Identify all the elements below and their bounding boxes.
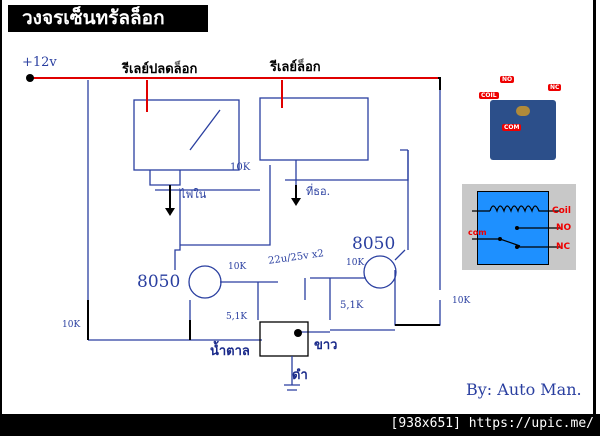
transistor-left-label: 8050 <box>137 272 181 292</box>
tag-nc: NC <box>548 84 562 91</box>
transistor-right-label: 8050 <box>352 234 396 254</box>
resistor-left-label: 10K <box>62 320 81 330</box>
output-right-label: ที่ธอ. <box>306 185 331 198</box>
resistor-base-right-label: 10K <box>346 258 365 268</box>
tag-coil: COIL <box>479 92 499 99</box>
switch-box <box>259 321 309 357</box>
resistor-51-left-label: 5,1K <box>226 312 248 322</box>
transistor-left <box>188 265 222 299</box>
relay-lock-label: รีเลย์ล็อก <box>270 60 321 75</box>
resistor-top-label: 10K <box>230 162 251 173</box>
relay-lock-box <box>259 97 369 161</box>
supply-terminal <box>26 74 34 82</box>
com-label: com <box>468 228 487 237</box>
relay-coil-photo <box>516 106 530 116</box>
relay-unlock-box <box>133 99 240 171</box>
output-left-label: ไฟใน <box>180 188 207 201</box>
nc-label: NC <box>556 242 571 252</box>
resistor-right-label: 10K <box>452 296 471 306</box>
circuit-drawing <box>26 74 441 391</box>
arrow-down-icon <box>291 198 301 206</box>
arrow-down-icon <box>165 208 175 216</box>
coil-label: Coil <box>552 206 571 216</box>
diagram-frame <box>0 0 596 414</box>
tag-com: COM <box>502 124 522 131</box>
wire-brown-label: น้ำตาล <box>210 344 250 359</box>
relay-schematic: Coil NO NC com <box>462 184 576 270</box>
supply-wire-black <box>30 77 441 90</box>
no-label: NO <box>556 223 572 233</box>
footer-watermark: [938x651] https://upic.me/ <box>390 416 595 431</box>
relay-schematic-lines <box>472 205 560 249</box>
relay-unlock-label: รีเลย์ปลดล็อก <box>122 62 198 77</box>
wire-white-label: ขาว <box>314 338 338 353</box>
resistor-51-right-label: 5,1K <box>340 300 364 311</box>
resistor-base-left-label: 10K <box>228 262 247 272</box>
page-title: วงจรเซ็นทรัลล็อก <box>8 5 208 32</box>
relay-photo: NO NC COIL COM <box>476 72 576 164</box>
footer-bar: [938x651] https://upic.me/ <box>0 414 600 436</box>
supply-label: +12v <box>22 55 57 70</box>
tag-no: NO <box>500 76 515 83</box>
transistor-right <box>363 255 397 289</box>
wire-black-label: ดำ <box>292 368 308 383</box>
signature: By: Auto Man. <box>466 380 582 399</box>
